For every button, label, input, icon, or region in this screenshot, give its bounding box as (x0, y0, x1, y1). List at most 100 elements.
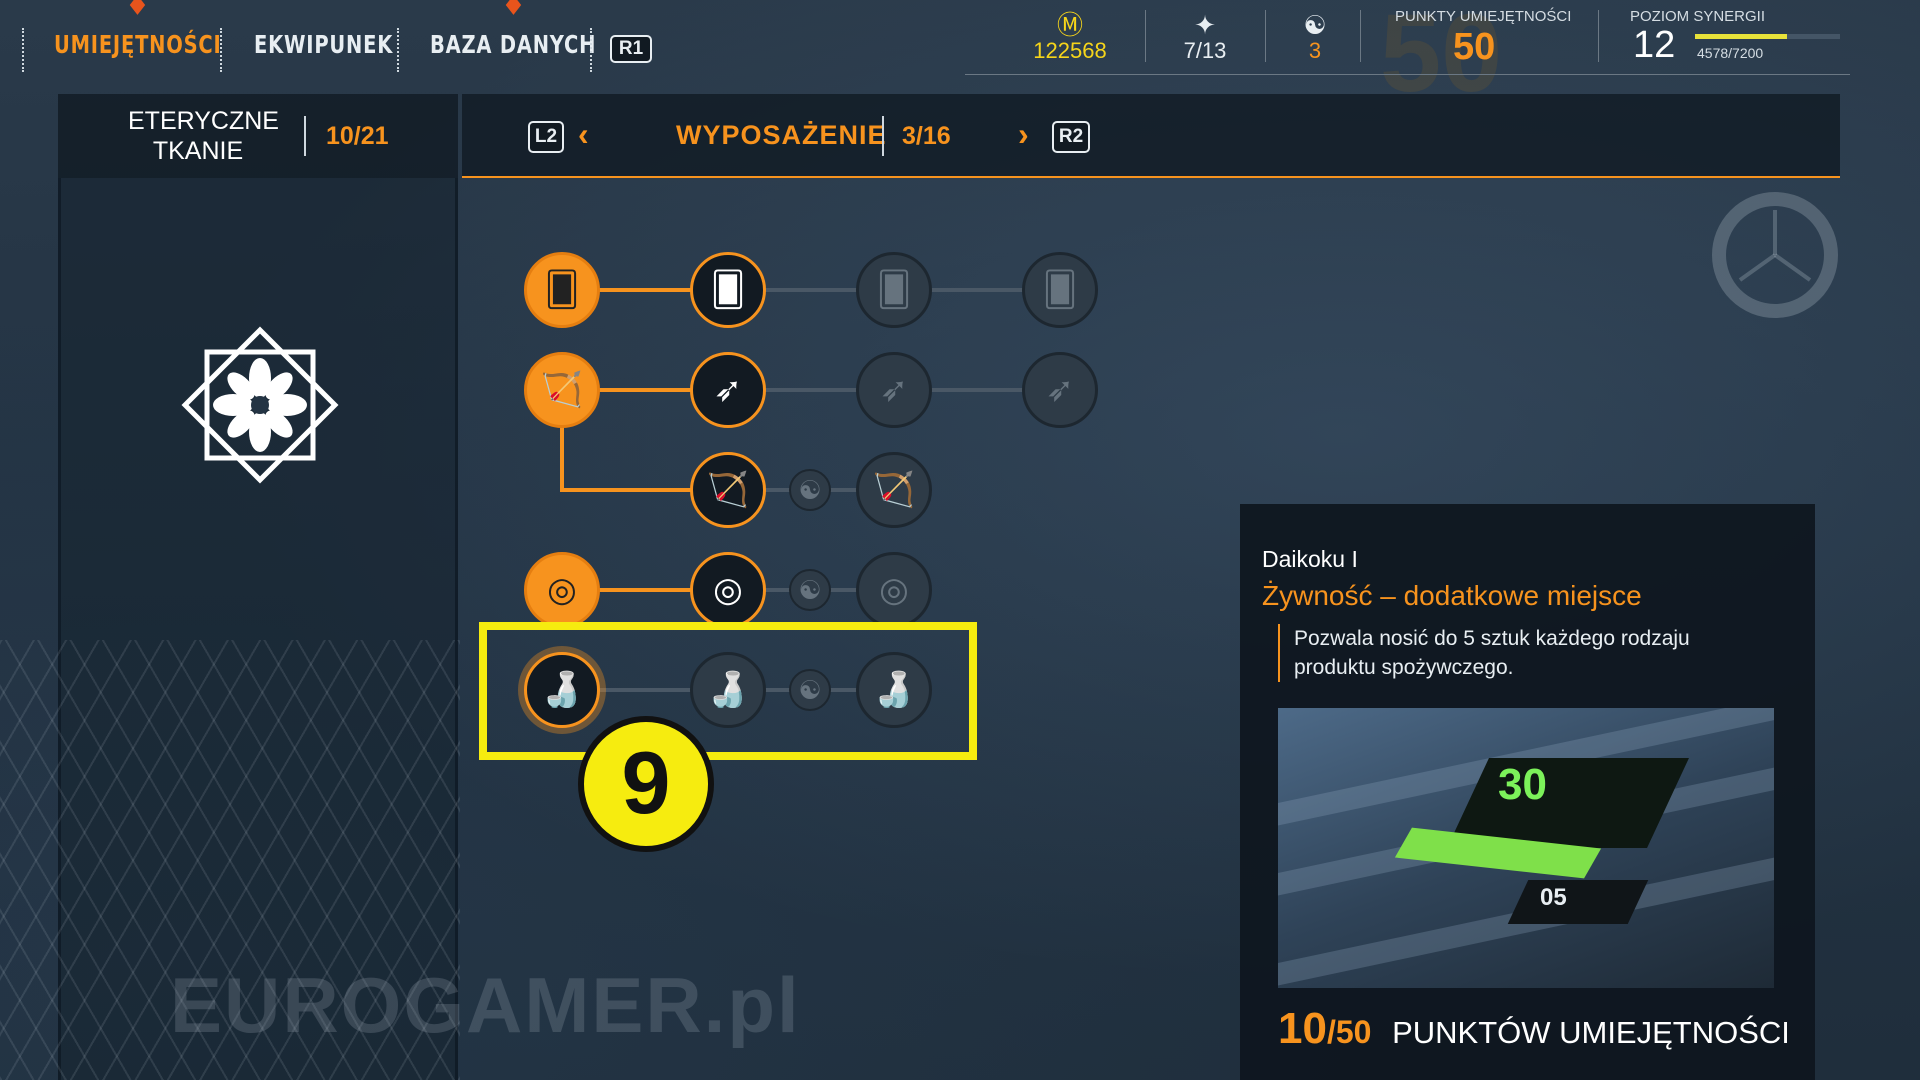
tree-link (596, 388, 696, 392)
synergy-label: POZIOM SYNERGII (1630, 8, 1766, 25)
preview-value: 30 (1498, 760, 1547, 809)
yin-yang-icon: ☯ (789, 469, 831, 511)
tab-umiejetnosci[interactable]: UMIEJĘTNOŚCI (54, 0, 222, 59)
rosary-icon: ◎ (547, 571, 577, 609)
tree-sidebar (58, 178, 458, 1080)
preview-value: 05 (1540, 884, 1567, 911)
spirits-value: 7/13 (1183, 38, 1227, 63)
currency-stat: Ⓜ 122568 (1020, 12, 1120, 64)
stat-separator (1265, 10, 1266, 62)
skill-node-cards[interactable]: 🂠 (1022, 252, 1098, 328)
skill-node-rosary[interactable]: ◎ (524, 552, 600, 628)
tab-label: BAZA DANYCH (430, 30, 597, 59)
skill-node-bow[interactable]: 🏹 (524, 352, 600, 428)
preview-card (1447, 758, 1689, 848)
category-count: 3/16 (902, 122, 951, 150)
rosary-icon: ◎ (713, 571, 743, 609)
food-pouch-icon: 🍶 (706, 671, 750, 709)
nav-separator (22, 28, 25, 72)
skill-node-rosary[interactable]: ◎ (690, 552, 766, 628)
tree-link (928, 388, 1028, 392)
skill-node-food-pouch[interactable]: 🍶 (524, 652, 600, 728)
skill-node-cards[interactable]: 🂠 (856, 252, 932, 328)
points-current: 10 (1278, 1004, 1327, 1053)
skill-node-arrows[interactable]: ➶ (856, 352, 932, 428)
decorative-lattice (0, 640, 460, 1080)
chevron-right-icon[interactable]: › (1018, 116, 1029, 152)
r2-button[interactable]: R2 (1052, 121, 1090, 153)
yin-yang-stat: ☯ 3 (1290, 12, 1340, 64)
cards-icon: 🂠 (876, 271, 912, 309)
cards-icon: 🂠 (544, 271, 580, 309)
section-count: 10/21 (326, 122, 389, 150)
tree-link (560, 488, 696, 492)
yin-yang-icon: ☯ (789, 669, 831, 711)
arrows-icon: ➶ (879, 371, 909, 409)
chevron-left-icon[interactable]: ‹ (578, 116, 589, 152)
tree-link (560, 420, 564, 492)
category-title: WYPOSAŻENIE (676, 120, 887, 150)
r1-button[interactable]: R1 (610, 35, 652, 63)
tab-baza-danych[interactable]: BAZA DANYCH (430, 0, 597, 59)
cards-icon: 🂠 (1042, 271, 1078, 309)
skill-description: Pozwala nosić do 5 sztuk każdego rodzaju… (1278, 624, 1738, 682)
category-bar: L2 ‹ WYPOSAŻENIE 3/16 › R2 (462, 94, 1840, 178)
points-total: 50 (1335, 1014, 1372, 1050)
bow-icon: 🏹 (706, 471, 750, 509)
skill-node-arrows[interactable]: ➶ (690, 352, 766, 428)
yin-yang-value: 3 (1308, 38, 1322, 63)
tab-label: UMIEJĘTNOŚCI (54, 30, 222, 59)
preview-card (1507, 880, 1649, 924)
points-label: PUNKTÓW UMIEJĘTNOŚCI (1392, 1015, 1790, 1050)
skill-node-food-pouch[interactable]: 🍶 (856, 652, 932, 728)
watermark: EUROGAMER.pl (170, 961, 801, 1049)
skill-subtitle: Żywność – dodatkowe miejsce (1262, 580, 1642, 611)
yin-yang-icon: ☯ (789, 569, 831, 611)
section-header: ETERYCZNE TKANIE 10/21 (58, 94, 458, 178)
food-pouch-icon: 🍶 (872, 671, 916, 709)
top-divider (965, 74, 1850, 75)
spirit-icon: ✦ (1194, 10, 1216, 40)
stat-separator (1145, 10, 1146, 62)
skill-points-cost: 10/50 PUNKTÓW UMIEJĘTNOŚCI (1278, 1004, 1790, 1054)
ethereal-weave-emblem-icon (181, 326, 339, 484)
stat-separator (1360, 10, 1361, 62)
skill-node-rosary[interactable]: ◎ (856, 552, 932, 628)
l2-button[interactable]: L2 (528, 121, 564, 153)
skill-info-panel: Daikoku I Żywność – dodatkowe miejsce Po… (1240, 504, 1815, 1080)
skill-points-value: 50 (1453, 26, 1496, 68)
skill-name: Daikoku I (1262, 546, 1358, 572)
skill-node-bow[interactable]: 🏹 (690, 452, 766, 528)
nav-separator (590, 28, 593, 72)
synergy-progress-bar (1695, 34, 1840, 39)
nav-separator (397, 28, 400, 72)
synergy-level: 12 (1633, 24, 1676, 66)
mon-icon: Ⓜ (1056, 10, 1083, 40)
alert-icon (505, 0, 521, 15)
skill-node-food-pouch[interactable]: 🍶 (690, 652, 766, 728)
synergy-progress-fill (1695, 34, 1788, 39)
spirits-stat: ✦ 7/13 (1170, 12, 1240, 64)
tab-ekwipunek[interactable]: EKWIPUNEK (254, 30, 393, 59)
currency-value: 122568 (1033, 38, 1107, 63)
highlight-number-badge: 9 (578, 716, 714, 852)
rosary-icon: ◎ (879, 571, 909, 609)
points-slash: / (1326, 1014, 1336, 1050)
section-separator (304, 116, 306, 156)
alert-icon (130, 0, 146, 15)
yin-yang-icon: ☯ (1303, 10, 1327, 40)
skill-node-bow[interactable]: 🏹 (856, 452, 932, 528)
section-title: ETERYCZNE TKANIE (128, 107, 279, 165)
arrows-icon: ➶ (1045, 371, 1075, 409)
skill-points-label: PUNKTY UMIEJĘTNOŚCI (1395, 8, 1572, 25)
synergy-xp: 4578/7200 (1697, 45, 1764, 61)
tree-link (928, 288, 1028, 292)
arrows-icon: ➶ (713, 371, 743, 409)
skill-node-arrows[interactable]: ➶ (1022, 352, 1098, 428)
skill-node-cards[interactable]: 🂠 (524, 252, 600, 328)
skill-node-cards[interactable]: 🂠 (690, 252, 766, 328)
tree-link (596, 288, 696, 292)
skill-preview-image: 30 05 (1278, 708, 1774, 988)
tree-link (762, 388, 862, 392)
food-pouch-icon: 🍶 (540, 671, 584, 709)
